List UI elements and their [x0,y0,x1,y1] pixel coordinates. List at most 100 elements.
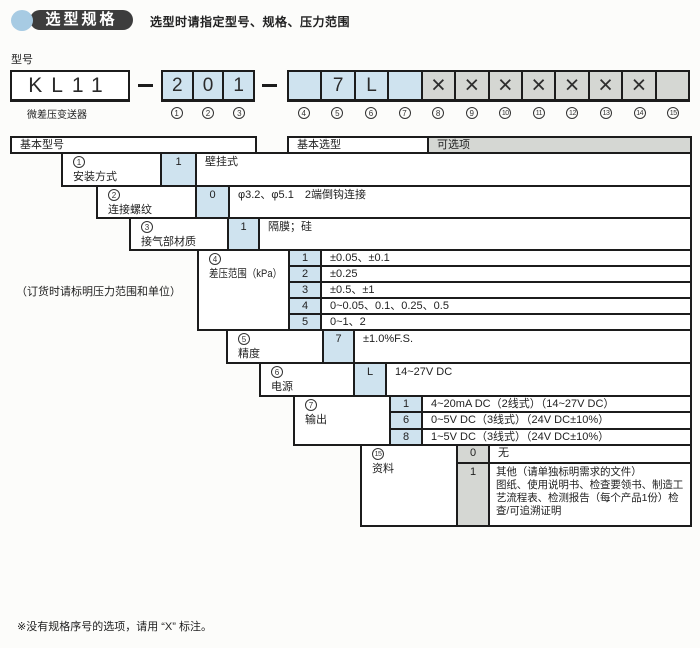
circled-number: 13 [600,107,613,119]
block-name: 输出 [305,414,327,426]
block-label: 4 差压范围（kPa） [197,249,290,331]
model-position-index: 1 [170,107,183,125]
option-desc: ±1.0%F.S. [353,329,692,364]
circled-number: 4 [209,253,221,265]
circled-number: 4 [297,107,310,119]
model-position-index: 5 [331,107,344,125]
option-code: 0 [456,444,490,464]
section-subtitle: 选型时请指定型号、规格、压力范围 [150,15,351,29]
model-position-index: 4 [297,107,310,125]
model-position-index: 10 [499,107,512,125]
circled-number: 12 [566,107,579,119]
block-name: 精度 [238,348,260,360]
circled-number: 6 [364,107,377,119]
circled-number: 5 [331,107,344,119]
model-prefix-box: KL11 [10,70,130,102]
model-digit-box [654,72,689,99]
model-position-index: 9 [465,107,478,125]
model-x-box: × [487,71,521,99]
option-desc: 壁挂式 [195,152,692,187]
badge-circle-icon [11,10,33,31]
model-x-box: × [520,71,555,99]
circled-number: 11 [532,107,545,119]
circled-number: 10 [499,107,512,119]
block-label: 7 输出 [293,395,391,446]
block-label: 15 资料 [360,444,458,527]
model-position-index: 12 [566,107,579,125]
circled-number: 9 [465,107,478,119]
circled-number: 2 [202,107,214,119]
model-x-box: × [587,71,622,99]
model-digit-box: 0 [191,72,223,99]
block-name: 连接螺纹 [108,204,152,216]
option-code: 1 [456,462,490,527]
block-number: 6 [271,366,353,381]
circled-number: 15 [372,448,384,460]
model-x-box: × [420,71,455,99]
block-name: 差压范围（kPa） [209,268,283,280]
model-digit-box: L [353,72,388,99]
model-position-index: 7 [398,107,411,125]
model-position-index: 6 [364,107,377,125]
circled-number: 1 [170,107,183,119]
footnote: ※没有规格序号的选项，请用 “X” 标注。 [17,621,212,633]
block-number: 7 [305,399,389,414]
model-position-index: 15 [667,107,680,125]
option-code: 0 [195,185,230,219]
option-desc: φ3.2、φ5.1 2端倒钩连接 [228,185,692,219]
option-desc: 其他（请单独标明需求的文件） 图纸、使用说明书、检查要领书、制造工 艺流程表、检… [488,462,692,527]
model-digit-box [289,72,321,99]
circled-number: 14 [633,107,646,119]
model-x-box: × [454,71,488,99]
block-number: 15 [372,448,456,463]
model-position-index: 13 [600,107,613,125]
circled-number: 3 [233,107,246,119]
option-code: 7 [322,329,355,364]
block-number: 3 [141,221,227,236]
circled-number: 6 [271,366,283,378]
block-name: 电源 [271,381,293,393]
circled-number: 2 [108,189,120,201]
block-number: 1 [73,156,160,171]
model-section-label: 型号 [11,54,33,66]
option-desc: 14~27V DC [385,362,692,397]
model-digit-box: 7 [320,72,354,99]
circled-number: 8 [432,107,445,119]
option-desc: 隔膜；硅 [258,217,692,251]
block-number: 5 [238,333,322,348]
model-prefix-caption: 微差压变送器 [27,110,87,121]
block-name: 资料 [372,463,394,475]
circled-number: 7 [305,399,317,411]
model-dash [262,84,277,87]
block-label: 5 精度 [226,329,324,364]
option-code: 1 [227,217,260,251]
model-position-index: 11 [532,107,545,125]
model-digit-box [387,72,421,99]
section-badge: 选型规格 [30,10,133,30]
block-number: 2 [108,189,195,204]
circled-number: 7 [398,107,411,119]
block-label: 6 电源 [259,362,355,397]
model-x-box: × [554,71,588,99]
circled-number: 5 [238,333,250,345]
model-digit-box: 2 [163,72,192,99]
model-x-box: × [621,71,655,99]
block-number: 4 [209,253,288,268]
block-name: 接气部材质 [141,236,196,248]
block-name: 安装方式 [73,171,117,183]
option-desc: 无 [488,444,692,464]
side-note: （订货时请标明压力范围和单位） [16,286,181,298]
block-label: 1 安装方式 [61,152,162,187]
option-code: L [353,362,387,397]
model-position-index: 2 [202,107,214,125]
option-code: 1 [160,152,197,187]
block-label: 2 连接螺纹 [96,185,197,219]
model-dash [138,84,153,87]
model-position-index: 8 [432,107,445,125]
circled-number: 1 [73,156,85,168]
model-position-index: 14 [633,107,646,125]
